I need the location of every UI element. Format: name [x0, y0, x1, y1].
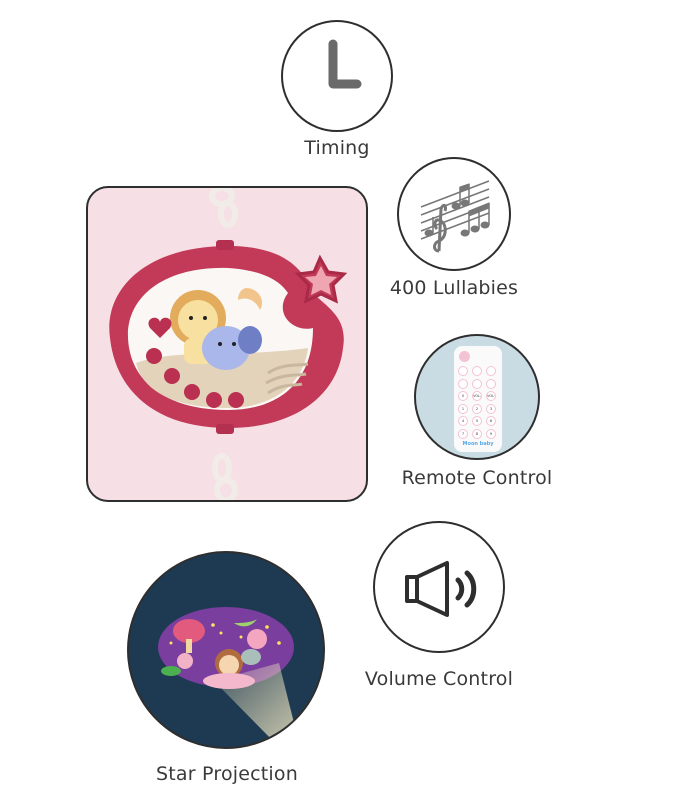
remote-button: [472, 366, 482, 376]
remote-button: [486, 378, 496, 389]
star-projection-image: [158, 607, 299, 747]
remote-button: 9: [486, 428, 496, 439]
remote-button: VOL+: [486, 391, 496, 401]
remote-button: 7: [458, 428, 468, 439]
remote-label: Remote Control: [401, 467, 553, 489]
remote-button: 0: [458, 391, 468, 401]
remote-button: [458, 378, 468, 389]
remote-button: 3: [486, 403, 496, 414]
remote-button: 2: [472, 403, 482, 414]
projection-image-circle: [127, 551, 325, 749]
timing-icon-circle: [281, 20, 393, 132]
remote-button: 4: [458, 416, 468, 426]
remote-button: 1: [458, 403, 468, 414]
lullabies-label: 400 Lullabies: [389, 277, 519, 299]
remote-button: [458, 366, 468, 376]
remote-button: [472, 378, 482, 389]
remote-button: 5: [472, 416, 482, 426]
music-notes-icon: [420, 180, 490, 253]
speaker-icon: [405, 561, 477, 617]
remote-power-button: [459, 351, 470, 362]
remote-button: 8: [472, 428, 482, 439]
remote-button: 6: [486, 416, 496, 426]
clock-icon: [328, 39, 362, 89]
musical-mobile-box-image: [86, 186, 368, 502]
remote-brand: Moon baby: [462, 441, 494, 447]
remote-button: VOL-: [472, 391, 482, 401]
lullabies-icon-circle: [397, 157, 511, 271]
timing-label: Timing: [304, 137, 370, 159]
volume-label: Volume Control: [364, 668, 514, 690]
remote-button: [486, 366, 496, 376]
volume-icon-circle: [373, 521, 505, 653]
projection-label: Star Projection: [156, 763, 298, 785]
